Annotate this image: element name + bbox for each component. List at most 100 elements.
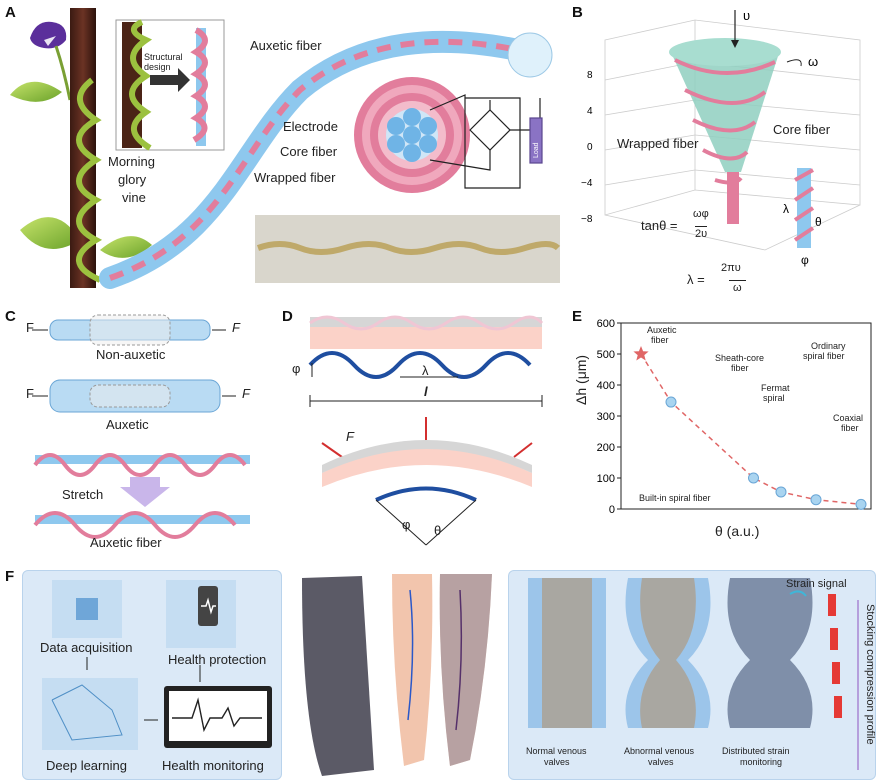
morning-label: Morning xyxy=(108,154,155,169)
coil-tail xyxy=(727,172,739,224)
non-auxetic-sleeve xyxy=(89,314,171,346)
theta-symbol: θ xyxy=(815,215,822,229)
leaf-shape xyxy=(20,217,80,249)
e-coaxial-1: Coaxial xyxy=(833,413,864,423)
strain-bar xyxy=(832,662,840,684)
vine-label: vine xyxy=(122,190,146,205)
d-theta-label: θ xyxy=(434,523,442,538)
fiber-end-cap xyxy=(507,32,553,78)
d-top-band xyxy=(310,317,542,327)
panel-b-3d-plot: υ ω λ θ φ 8 4 0 −4 −8 xyxy=(581,8,861,267)
inset-vine xyxy=(129,19,153,151)
data-point xyxy=(855,498,867,510)
data-points xyxy=(633,346,867,510)
network-lines xyxy=(51,684,123,741)
c-f-left: F xyxy=(26,320,34,335)
sine-wave xyxy=(308,351,532,379)
phone-body xyxy=(198,586,218,626)
bent-band xyxy=(322,440,532,473)
y-tick-label: 400 xyxy=(597,380,615,392)
c-f-left-2: F xyxy=(26,386,34,401)
lambda-eq-label: λ = xyxy=(687,272,705,287)
wrap-before xyxy=(33,453,247,477)
morning-glory-flower xyxy=(30,21,72,101)
panel-c-illustration xyxy=(32,314,250,539)
d-l-label: l xyxy=(424,384,428,399)
stretch-arrow-icon xyxy=(120,477,170,507)
arrow-icon xyxy=(150,68,190,92)
y-tick-label: 300 xyxy=(597,411,615,423)
d-phi-label: φ xyxy=(292,361,301,376)
e-fermat-1: Fermat xyxy=(761,383,790,393)
rectifier-circuit xyxy=(429,94,543,189)
e-fermat-2: spiral xyxy=(763,393,785,403)
structural-design-label: Structural design xyxy=(144,52,183,72)
wrapped-fiber-label: Wrapped fiber xyxy=(254,170,336,185)
fiber-after xyxy=(35,515,250,524)
cone-surface xyxy=(670,50,780,172)
tan-denominator: 2υ xyxy=(695,226,708,240)
monitor-screen xyxy=(169,691,267,741)
f-stocking-legs xyxy=(302,574,492,776)
panel-label-a: A xyxy=(5,4,16,21)
stocking-shape xyxy=(302,576,374,776)
panel-d: φ λ l F φ θ xyxy=(282,305,567,560)
panel-label-d: D xyxy=(282,308,293,325)
data-point xyxy=(748,472,759,484)
panel-f: Data acquisition Health protection Deep … xyxy=(22,570,876,780)
c-f-right-2: F xyxy=(242,386,250,401)
phi-symbol: φ xyxy=(801,253,809,267)
d-lambda-label: λ xyxy=(422,363,429,378)
e-sheath-1: Sheath-core xyxy=(715,353,765,363)
z-tick: −4 xyxy=(581,178,593,189)
stocking-profile-label: Stocking compression profile xyxy=(864,604,876,745)
d-phi-label-2: φ xyxy=(402,517,411,532)
vine-spiral xyxy=(76,77,103,283)
fiber-before xyxy=(35,455,250,464)
data-point-star xyxy=(633,346,649,361)
e-ordinary-2: spiral fiber xyxy=(803,351,845,361)
e-ordinary-1: Ordinary xyxy=(811,341,846,351)
load-label: Load xyxy=(533,142,540,158)
auxetic-fiber-wrap xyxy=(109,38,541,281)
wrap-after xyxy=(33,511,237,539)
health-protection-label: Health protection xyxy=(168,652,267,667)
trend-line xyxy=(640,353,862,506)
auxetic-fiber-label-c: Auxetic fiber xyxy=(90,535,162,550)
distributed-label-2: monitoring xyxy=(740,757,783,767)
leaf-shape xyxy=(100,236,152,258)
panel-c: F F Non-auxetic F F Auxetic Stretch Auxe… xyxy=(0,305,280,560)
force-arrow-right xyxy=(513,442,533,458)
e-builtin: Built-in spiral fiber xyxy=(639,493,711,503)
e-auxetic-2: fiber xyxy=(651,335,669,345)
arc-radius-right xyxy=(425,499,477,546)
tan-label: tanθ = xyxy=(641,218,678,233)
strain-signal-label: Strain signal xyxy=(786,578,847,590)
y-tick-label: 200 xyxy=(597,442,615,454)
signal-icon xyxy=(789,590,807,597)
vein-line xyxy=(407,589,414,721)
arc-radius-left xyxy=(375,499,427,546)
y-tick-label: 500 xyxy=(597,349,615,361)
panel-b: υ ω λ θ φ 8 4 0 −4 −8 Wrapped fiber Core… xyxy=(565,0,878,300)
panel-label-c: C xyxy=(5,308,16,325)
phone-pulse xyxy=(201,597,216,615)
leaf-shape xyxy=(10,81,62,102)
panel-a: Load Auxetic fiber Electrode Core fiber … xyxy=(0,0,565,300)
stretch-label: Stretch xyxy=(62,487,104,502)
strain-bar xyxy=(830,628,838,650)
z-tick: 4 xyxy=(587,106,593,117)
non-auxetic-label: Non-auxetic xyxy=(96,347,166,362)
core-fiber-label: Core fiber xyxy=(280,144,338,159)
distributed-label-1: Distributed strain xyxy=(722,746,790,756)
z-tick: −8 xyxy=(581,214,593,225)
f-left-illustration xyxy=(42,580,272,750)
inset-wrapped-fiber xyxy=(190,27,208,143)
normal-label-1: Normal venous xyxy=(526,746,587,756)
z-tick: 0 xyxy=(587,142,593,153)
y-tick-label: 600 xyxy=(597,318,615,330)
photo-fiber xyxy=(256,241,561,255)
panel-label-f: F xyxy=(5,568,15,585)
